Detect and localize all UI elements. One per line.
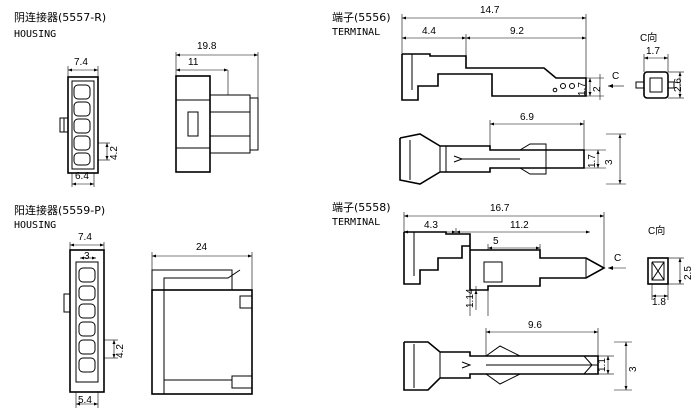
dim-5558-h: 1.14 [465,288,476,308]
dim-5556-c-view: C向 [640,33,658,44]
housing-5559-side-view [151,252,253,395]
dim-5557-pitch: 4.2 [109,146,120,160]
dim-5558-c-width: 1.8 [652,297,666,308]
dim-5558-th1: 1.1 [597,358,608,372]
dim-5556-h1: 1.7 [577,82,588,96]
dim-5559-length: 24 [196,242,208,253]
dim-5558-c-view: C向 [648,226,666,237]
dim-5557-length: 19.8 [197,41,217,52]
housing-5557-side-view [175,52,259,173]
dim-5556-c-arrow: C [612,71,620,82]
dim-5556-b: 9.2 [510,26,524,37]
title-5558-en: TERMINAL [332,217,381,228]
dim-5559-width: 7.4 [78,232,92,243]
dim-5558-top: 9.6 [528,320,542,331]
terminal-5556-side-view [401,14,624,101]
dim-5559-pitch: 4.2 [115,344,126,358]
title-5556-cn: 端子(5556) [332,11,391,24]
title-5557-cn: 阴连接器(5557-R) [14,11,107,24]
dim-5557-width: 7.4 [74,57,88,68]
title-5556-en: TERMINAL [332,27,381,38]
dim-5556-a: 4.4 [422,26,436,37]
dim-5556-h2: 2 [592,86,603,92]
dim-5558-b: 11.2 [510,220,529,231]
dim-5556-c-width: 1.7 [646,46,660,57]
terminal-5556-top-view [399,120,626,185]
dim-5558-a: 4.3 [424,220,438,231]
title-5558-cn: 端子(5558) [332,201,391,214]
terminal-5558-c-view [647,257,684,300]
dim-5556-th2: 3 [604,159,615,165]
terminal-5556-c-view [635,54,684,99]
dim-5558-slot: 5 [493,236,499,247]
housing-5557-front-view [59,66,110,187]
title-5559-en: HOUSING [14,220,57,231]
dim-5559-base: 5.4 [78,395,92,406]
terminal-5558-side-view [403,212,626,316]
dim-5556-top: 6.9 [520,112,534,123]
title-5557-en: HOUSING [14,29,57,40]
dim-5556-c-height: 2.6 [673,78,684,92]
dim-5558-c-arrow: C [614,253,622,264]
housing-5559-front-view [63,242,118,408]
dim-5557-base: 6.4 [75,171,89,182]
dim-5556-th1: 1.7 [587,154,598,168]
dim-5559-inner: 3 [84,251,90,262]
dim-5556-length: 14.7 [480,5,500,16]
dim-5558-length: 16.7 [490,203,510,214]
dim-5558-c-height: 2.5 [683,266,694,280]
title-5559-cn: 阳连接器(5559-P) [14,204,106,217]
dim-5558-th2: 3 [628,366,639,372]
terminal-5558-top-view [403,328,632,391]
dim-5557-body: 11 [188,57,199,68]
